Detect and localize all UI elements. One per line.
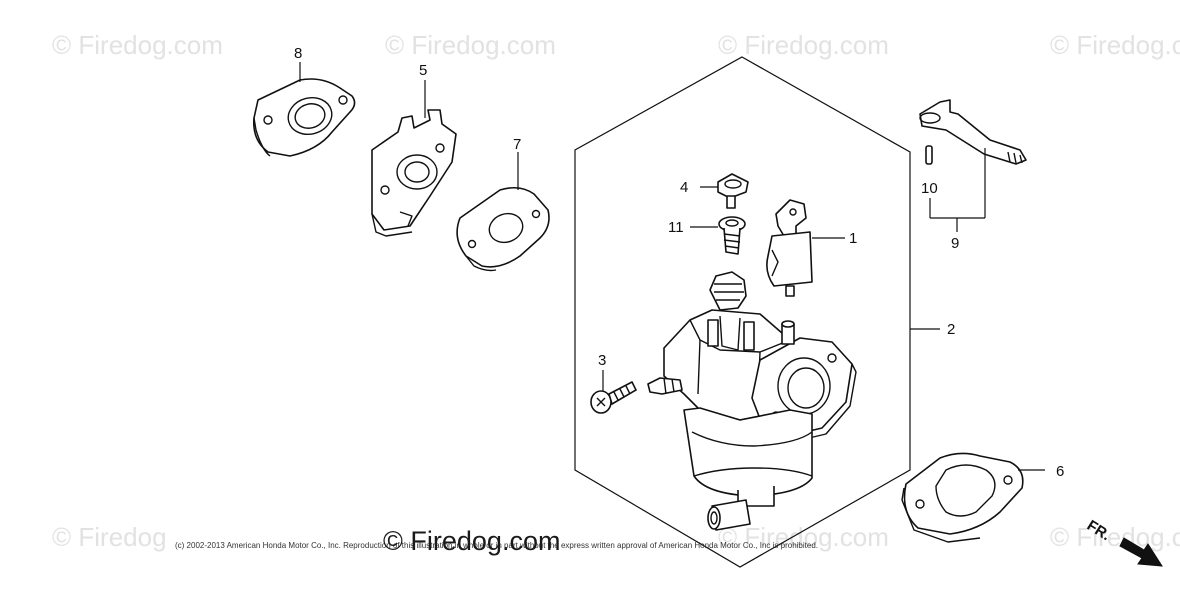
copyright-notice: (c) 2002-2013 American Honda Motor Co., …: [175, 541, 818, 550]
watermark: © Firedog.com: [718, 30, 889, 60]
part-9-choke-lever: [919, 99, 1027, 165]
callout-3: 3: [598, 352, 606, 369]
direction-label: FR.: [1084, 517, 1114, 544]
part-8-gasket: [252, 78, 356, 157]
part-3-screw: [590, 381, 637, 414]
callout-8: 8: [294, 45, 302, 62]
front-direction-arrow: FR.: [1084, 517, 1163, 567]
callout-9: 9: [951, 235, 959, 252]
assembly-outline: [574, 56, 911, 568]
arrow-icon: [1119, 537, 1163, 567]
part-11-screw: [718, 216, 746, 255]
watermark: © Firedog.com: [385, 30, 556, 60]
part-10-pin: [925, 145, 933, 165]
watermark: © Firedog.com: [718, 522, 889, 552]
main-watermark: © Firedog.com: [383, 526, 561, 556]
part-1-float: [766, 199, 813, 297]
callout-5: 5: [419, 62, 427, 79]
callout-7: 7: [513, 136, 521, 153]
callout-10: 10: [921, 180, 938, 197]
callout-6: 6: [1056, 463, 1064, 480]
part-4-screw: [717, 173, 749, 209]
watermark: © Firedog: [52, 522, 167, 552]
callout-4: 4: [680, 179, 688, 196]
part-5-insulator: [371, 109, 457, 237]
watermark: © Firedog.com: [1050, 30, 1180, 60]
watermark: © Firedog.com: [52, 30, 223, 60]
part-2-carburetor: [647, 271, 857, 531]
callout-11: 11: [668, 219, 684, 236]
part-7-gasket: [456, 186, 550, 272]
callout-2: 2: [947, 321, 955, 338]
watermark: © Firedog.c: [1050, 522, 1180, 552]
callout-1: 1: [849, 230, 857, 247]
part-6-gasket: [901, 452, 1024, 543]
